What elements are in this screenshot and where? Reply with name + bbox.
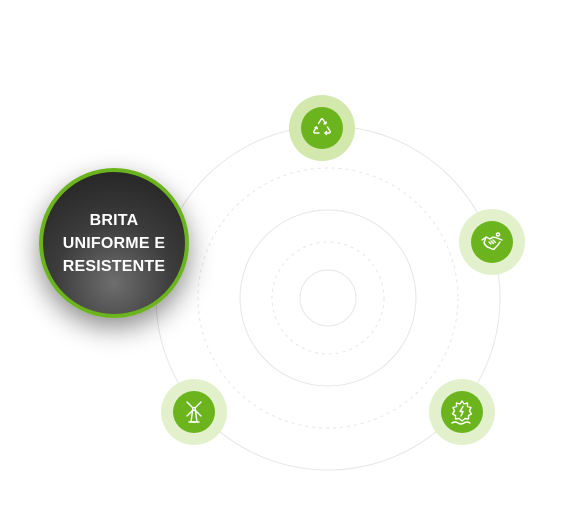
node-windmill-core — [173, 391, 215, 433]
middle-orbit-ring — [239, 209, 417, 387]
handshake-icon — [481, 232, 503, 251]
node-handshake[interactable] — [459, 209, 525, 275]
dashed-orbit-ring — [197, 167, 459, 429]
node-windmill[interactable] — [161, 379, 227, 445]
featured-node-label: BRITA UNIFORME E RESISTENTE — [62, 211, 166, 275]
recycle-icon — [313, 118, 331, 136]
node-energy[interactable] — [429, 379, 495, 445]
node-recycle[interactable] — [289, 95, 355, 161]
wind-turbine-icon — [186, 401, 202, 423]
energy-bolt-icon — [451, 400, 473, 425]
node-handshake-core — [471, 221, 513, 263]
featured-node-brita[interactable]: BRITA UNIFORME E RESISTENTE — [39, 168, 189, 318]
center-orbit-ring — [299, 269, 357, 327]
node-recycle-core — [301, 107, 343, 149]
node-energy-core — [441, 391, 483, 433]
inner-dashed-orbit-ring — [271, 241, 385, 355]
